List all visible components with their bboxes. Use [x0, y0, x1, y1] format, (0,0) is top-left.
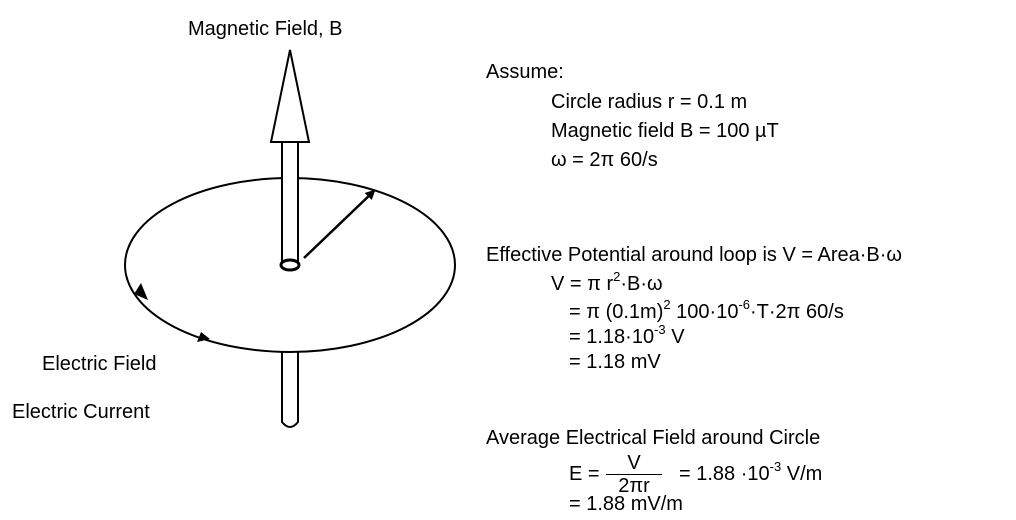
loop-arrow-left [134, 283, 148, 300]
efield-heading: Average Electrical Field around Circle [486, 427, 821, 449]
assume-field: Magnetic field B = 100 µT [551, 120, 779, 142]
upper-rod [281, 141, 299, 267]
electric-field-label: Electric Field [42, 353, 157, 375]
assume-radius: Circle radius r = 0.1 m [551, 91, 748, 113]
efield-rhs: = 1.88 ·10-3 V/m [679, 459, 823, 485]
potential-heading: Effective Potential around loop is V = A… [486, 244, 903, 266]
efield-line-2: = 1.88 mV/m [569, 493, 683, 515]
electric-current-label: Electric Current [12, 401, 150, 423]
lower-rod [281, 350, 299, 428]
assume-heading: Assume: [486, 61, 564, 83]
efield-denominator: 2πr [618, 475, 650, 497]
fraction-bar [606, 474, 662, 475]
magnetic-field-arrowhead [269, 49, 311, 143]
loop-arrow-bottom [197, 332, 210, 342]
magnetic-field-label: Magnetic Field, B [188, 18, 343, 40]
efield-fraction: V 2πr [606, 452, 662, 497]
assume-omega: ω = 2π 60/s [551, 149, 658, 171]
rod-hole [279, 258, 301, 272]
efield-lhs: E = [569, 463, 600, 485]
radius-arrow [303, 189, 376, 259]
potential-line-2: = π (0.1m)2 100·10-6·T·2π 60/s [569, 297, 844, 323]
efield-numerator: V [627, 452, 641, 474]
potential-line-4: = 1.18 mV [569, 351, 661, 373]
potential-line-3: = 1.18·10-3 V [569, 322, 685, 348]
potential-line-1: V = π r2·B·ω [551, 269, 663, 295]
